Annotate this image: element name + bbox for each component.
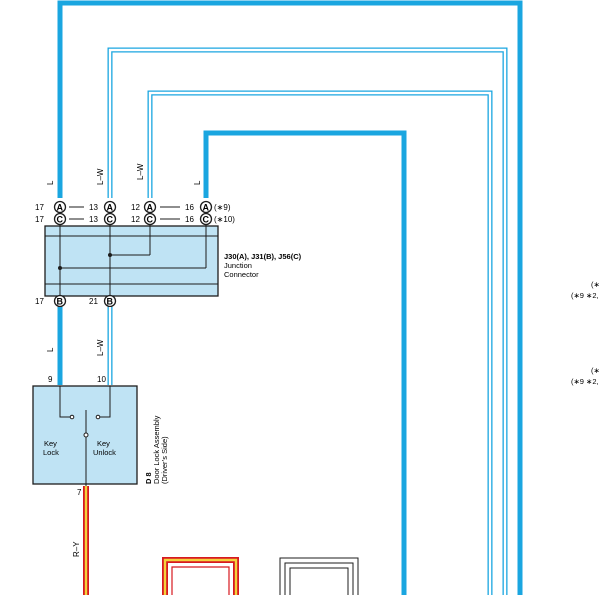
svg-text:B: B <box>107 297 114 307</box>
junction-pins-row-a: 17 A 13 A 12 A 16 A (∗9) <box>35 200 231 214</box>
door-lock-name-line1: Door Lock Assembly <box>152 415 161 484</box>
wire-lw-13 <box>107 47 508 595</box>
wire-label-l-top: L <box>46 180 55 185</box>
door-lock-pin-10: 10 <box>97 375 106 384</box>
door-lock-pin-9: 9 <box>48 375 53 384</box>
wire-ry-loop <box>162 557 239 595</box>
svg-text:17: 17 <box>35 215 44 224</box>
right-note-1-line2: (∗9 ∗2, <box>571 291 599 300</box>
door-lock-id: D 8 <box>144 472 153 484</box>
svg-text:C: C <box>147 215 154 225</box>
right-note-2-line2: (∗9 ∗2, <box>571 377 599 386</box>
svg-text:17: 17 <box>35 203 44 212</box>
svg-text:21: 21 <box>89 297 98 306</box>
svg-text:17: 17 <box>35 297 44 306</box>
svg-text:(∗10): (∗10) <box>214 215 235 224</box>
wire-label-lw-top1: L–W <box>96 168 105 185</box>
svg-text:16: 16 <box>185 203 194 212</box>
svg-text:(∗9): (∗9) <box>214 203 231 212</box>
right-note-1-line1: (∗ <box>591 280 600 289</box>
switch-key-unlock-line1: Key <box>97 439 110 448</box>
junction-connector <box>44 225 219 297</box>
svg-text:13: 13 <box>89 203 98 212</box>
switch-key-lock-line1: Key <box>44 439 57 448</box>
svg-text:C: C <box>203 215 210 225</box>
svg-text:16: 16 <box>185 215 194 224</box>
svg-text:B: B <box>57 297 64 307</box>
wire-label-l-top2: L <box>193 180 202 185</box>
switch-key-lock-line2: Lock <box>43 448 59 457</box>
wire-lw-12 <box>147 90 493 595</box>
svg-text:12: 12 <box>131 203 140 212</box>
junction-name-line2: Connector <box>224 270 259 279</box>
svg-text:A: A <box>107 203 114 213</box>
svg-text:12: 12 <box>131 215 140 224</box>
right-note-2-line1: (∗ <box>591 366 600 375</box>
svg-text:A: A <box>203 203 210 213</box>
junction-pins-row-c: 17 C 13 C 12 C 16 C (∗10) <box>35 212 235 226</box>
wire-label-l-mid: L <box>46 347 55 352</box>
door-lock-pin-7: 7 <box>77 488 82 497</box>
svg-text:C: C <box>57 215 64 225</box>
junction-pins-bottom: 17 B 21 B <box>35 294 117 308</box>
wire-l-16 <box>203 130 407 595</box>
svg-text:13: 13 <box>89 215 98 224</box>
wire-label-lw-mid: L–W <box>96 339 105 356</box>
wire-label-lw-top2: L–W <box>136 163 145 180</box>
junction-id-label: J30(A), J31(B), J56(C) <box>224 252 302 261</box>
door-lock-assembly <box>32 385 138 486</box>
wire-l-outer <box>57 0 523 595</box>
switch-key-unlock-line2: Unlock <box>93 448 116 457</box>
svg-text:A: A <box>57 203 64 213</box>
svg-text:A: A <box>147 203 154 213</box>
wire-label-ry: R–Y <box>72 541 81 557</box>
wire-bw-loop <box>279 557 359 595</box>
door-lock-name-line2: (Driver’s Side) <box>160 436 169 484</box>
junction-name-line1: Junction <box>224 261 252 270</box>
svg-text:C: C <box>107 215 114 225</box>
